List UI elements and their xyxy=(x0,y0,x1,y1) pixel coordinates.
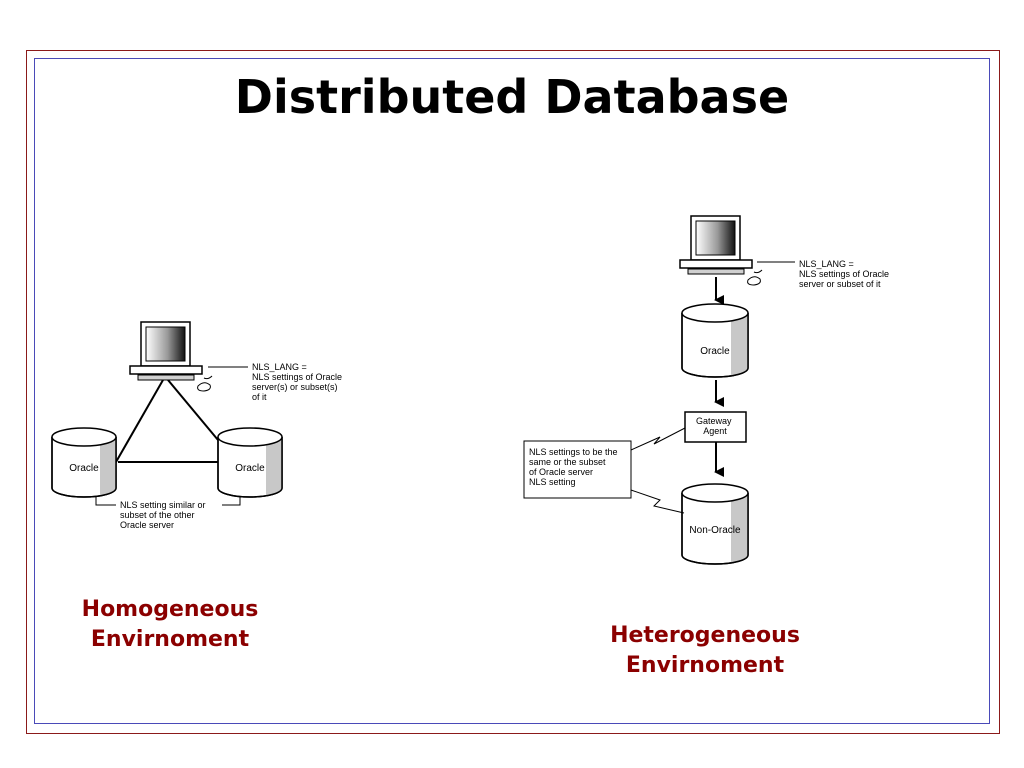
oracle-server-right: Oracle xyxy=(217,427,283,498)
caption-line: Homogeneous xyxy=(81,597,259,622)
homogeneous-caption: Homogeneous Envirnoment xyxy=(40,595,300,655)
slide-outer-border xyxy=(26,50,1000,734)
gateway-label: Gateway Agent xyxy=(696,416,734,436)
link-client-to-left-server xyxy=(115,379,164,463)
server-label: Non-Oracle xyxy=(689,525,741,536)
server-nls-note: NLS setting similar or subset of the oth… xyxy=(120,500,208,530)
link-client-to-right-server xyxy=(167,379,219,441)
non-oracle-server: Non-Oracle xyxy=(681,483,749,565)
computer-icon xyxy=(679,215,763,286)
oracle-server: Oracle xyxy=(681,303,749,378)
slide-inner-border xyxy=(34,58,990,724)
heterogeneous-diagram: NLS_LANG = NLS settings of Oracle server… xyxy=(523,215,892,565)
client-nls-note: NLS_LANG = NLS settings of Oracle server… xyxy=(799,259,892,289)
server-label: Oracle xyxy=(235,463,265,474)
computer-icon xyxy=(129,321,213,392)
lightning-connector-icon xyxy=(630,427,686,451)
caption-line: Heterogeneous xyxy=(610,623,800,648)
oracle-server-left: Oracle xyxy=(51,427,117,498)
server-label: Oracle xyxy=(700,346,730,357)
gateway-nls-note: NLS settings to be the same or the subse… xyxy=(523,427,686,514)
caption-line: Envirnoment xyxy=(625,653,785,678)
heterogeneous-caption: Heterogeneous Envirnoment xyxy=(575,621,835,681)
client-nls-note: NLS_LANG = NLS settings of Oracle server… xyxy=(252,362,345,402)
slide-title: Distributed Database xyxy=(234,70,790,124)
homogeneous-diagram: NLS_LANG = NLS settings of Oracle server… xyxy=(51,321,345,530)
server-label: Oracle xyxy=(69,463,99,474)
lightning-connector-icon xyxy=(630,489,685,514)
caption-line: Envirnoment xyxy=(90,627,250,652)
gateway-agent-box: Gateway Agent xyxy=(684,411,747,443)
svg-text:NLS settings to be the: NLS settings to be the same or the subse… xyxy=(529,447,620,487)
